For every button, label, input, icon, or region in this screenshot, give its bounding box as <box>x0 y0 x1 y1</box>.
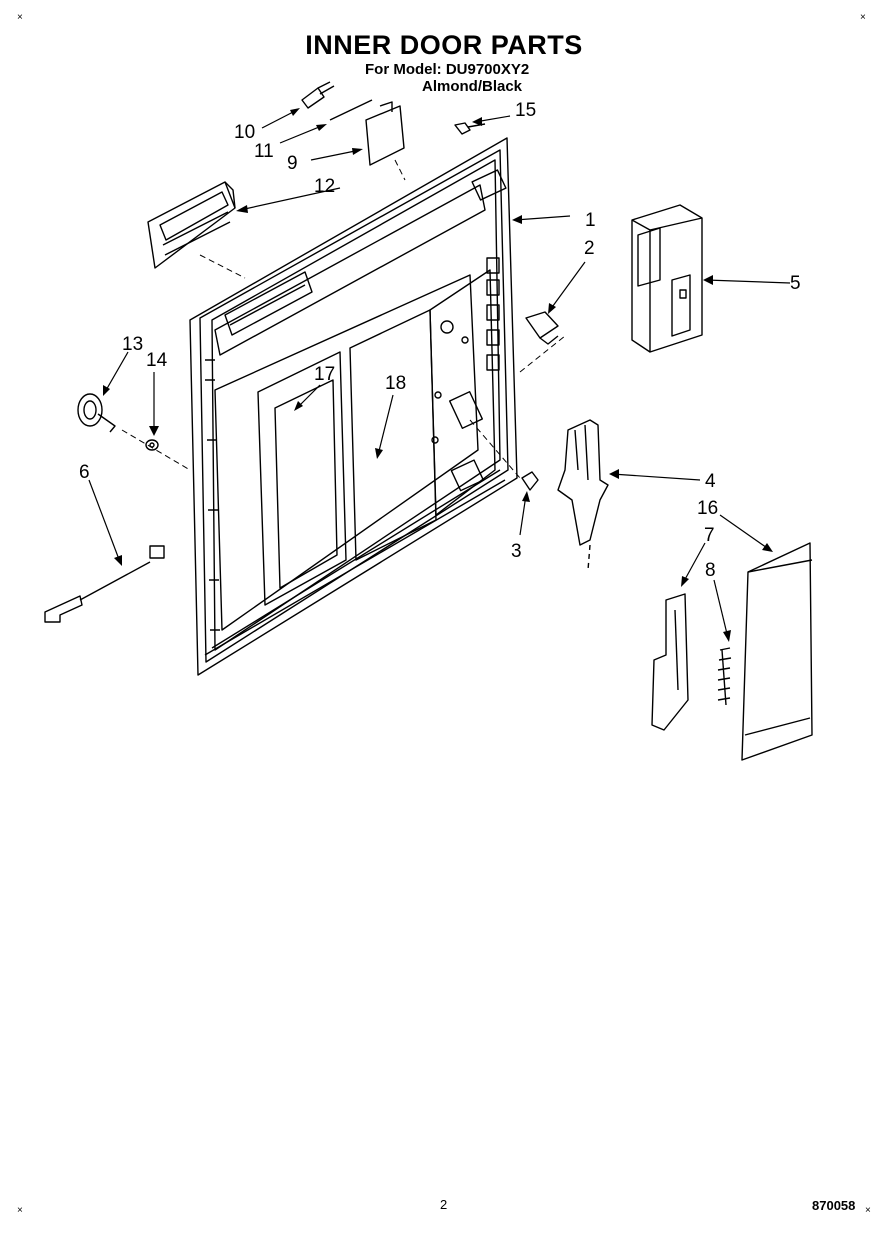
callout-8: 8 <box>705 560 716 581</box>
page-number: 2 <box>440 1197 448 1212</box>
callout-13: 13 <box>122 334 143 355</box>
latch-bracket <box>557 419 609 571</box>
callout-1: 1 <box>585 210 596 231</box>
callout-11: 11 <box>254 141 274 162</box>
latch-assembly <box>631 204 703 353</box>
callout-16: 16 <box>697 498 718 519</box>
callout-3: 3 <box>511 541 522 562</box>
corner-mark-top-left: × <box>17 12 23 23</box>
page-title: INNER DOOR PARTS <box>305 30 583 60</box>
bumper-part <box>521 471 539 491</box>
inner-door-panel <box>189 137 518 676</box>
callout-2: 2 <box>584 238 595 259</box>
part-code: 870058 <box>812 1198 856 1213</box>
callout-15: 15 <box>515 100 536 121</box>
callout-18: 18 <box>385 373 406 394</box>
callout-17: 17 <box>314 364 335 385</box>
color-line: Almond/Black <box>422 78 523 95</box>
callout-9: 9 <box>287 153 298 174</box>
callout-5: 5 <box>790 273 801 294</box>
model-line: For Model: DU9700XY2 <box>365 61 530 78</box>
callout-7: 7 <box>704 525 715 546</box>
callout-4: 4 <box>705 471 716 492</box>
side-panel <box>741 542 813 761</box>
spring-part <box>717 647 732 706</box>
corner-mark-bottom-left: × <box>17 1205 23 1216</box>
callout-14: 14 <box>146 350 168 371</box>
corner-mark-bottom-right: × <box>865 1205 871 1216</box>
callout-12: 12 <box>314 176 335 197</box>
knob-part <box>77 393 159 451</box>
callout-6: 6 <box>79 462 90 483</box>
lever-part <box>651 593 689 731</box>
callout-10: 10 <box>234 122 255 143</box>
screw-part <box>301 81 373 121</box>
clip-part <box>525 311 559 345</box>
vent-part <box>147 181 236 269</box>
corner-mark-top-right: × <box>860 12 866 23</box>
screw-15 <box>454 122 486 135</box>
cable-part <box>44 545 165 623</box>
cover-part <box>365 101 405 166</box>
